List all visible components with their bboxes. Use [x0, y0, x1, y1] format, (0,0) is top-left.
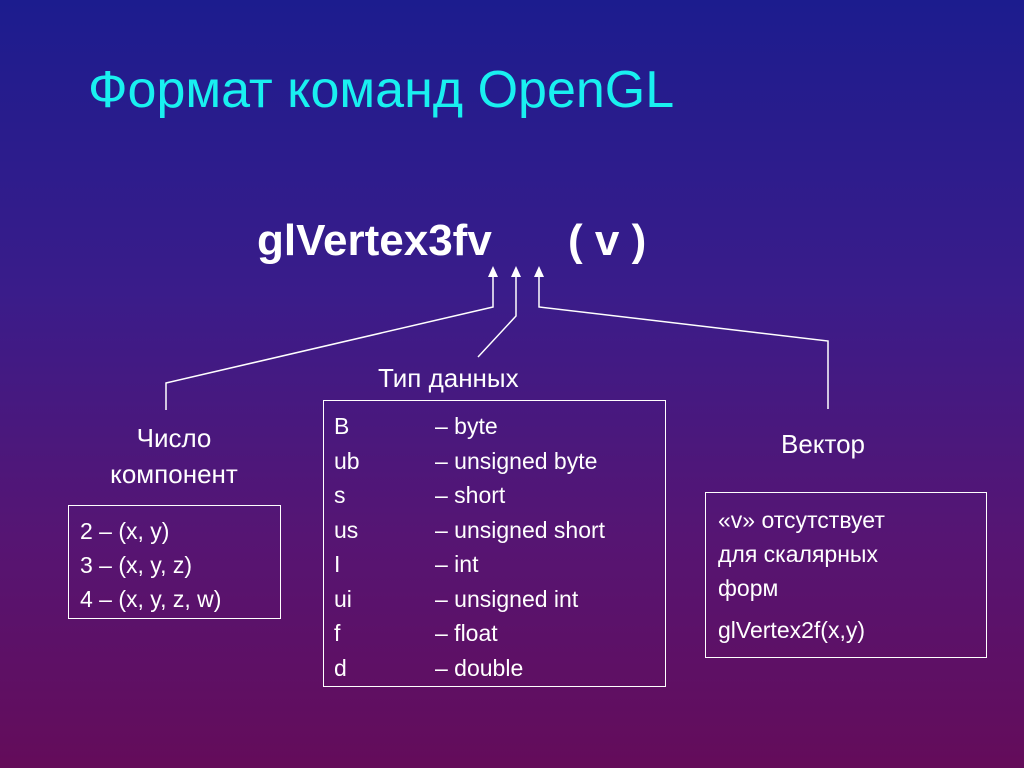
datatype-row: ui – unsigned int: [334, 582, 665, 617]
datatype-box: B – byte ub – unsigned byte s – short us…: [323, 400, 666, 687]
datatype-row: f – float: [334, 616, 665, 651]
datatype-desc: – float: [435, 620, 498, 646]
components-box: 2 – (x, y) 3 – (x, y, z) 4 – (x, y, z, w…: [68, 505, 281, 619]
vector-box: «v» отсутствует для скалярных форм glVer…: [705, 492, 987, 658]
datatype-code: I: [334, 551, 341, 577]
datatype-row: us – unsigned short: [334, 513, 665, 548]
arrowhead-components: [488, 266, 498, 277]
connector-vector: [538, 274, 829, 409]
datatype-code: s: [334, 482, 346, 508]
datatype-code: ub: [334, 447, 360, 474]
datatype-desc: – byte: [435, 413, 498, 439]
datatype-desc: – unsigned short: [435, 516, 606, 543]
components-heading-line2: компонент: [110, 459, 238, 489]
components-heading: Число компонент: [74, 420, 274, 492]
arrowhead-datatype: [511, 266, 521, 277]
datatype-desc: – short: [435, 482, 506, 508]
components-heading-line1: Число: [136, 423, 212, 453]
datatype-code: B: [334, 413, 350, 439]
connector-datatype: [477, 274, 517, 358]
datatype-row: B – byte: [334, 409, 665, 444]
datatype-desc: – unsigned int: [435, 585, 579, 612]
list-item: 2 – (x, y): [80, 518, 170, 544]
datatype-code: us: [334, 516, 359, 543]
datatype-row: I – int: [334, 547, 665, 582]
datatype-desc: – int: [435, 551, 479, 577]
vector-heading: Вектор: [781, 429, 866, 459]
datatype-desc: – double: [435, 654, 524, 681]
datatype-code: d: [334, 654, 347, 681]
page-title: Формат команд OpenGL: [88, 61, 675, 119]
vector-example: glVertex2f(x,y): [718, 617, 865, 643]
vector-note-line: для скалярных: [718, 541, 878, 567]
arrowhead-vector: [534, 266, 544, 277]
connector-components: [165, 274, 494, 410]
vector-note-line: форм: [718, 575, 779, 601]
vector-note-line: «v» отсутствует: [718, 507, 885, 533]
datatype-heading: Тип данных: [378, 363, 519, 393]
datatype-row: ub – unsigned byte: [334, 444, 665, 479]
datatype-row: s – short: [334, 478, 665, 513]
datatype-code: f: [334, 620, 341, 646]
function-name: glVertex3fv: [257, 216, 492, 265]
datatype-desc: – unsigned byte: [435, 447, 598, 474]
list-item: 4 – (x, y, z, w): [80, 586, 222, 612]
list-item: 3 – (x, y, z): [80, 552, 193, 578]
datatype-code: ui: [334, 585, 352, 612]
function-args: ( v ): [568, 216, 647, 265]
datatype-row: d – double: [334, 651, 665, 686]
